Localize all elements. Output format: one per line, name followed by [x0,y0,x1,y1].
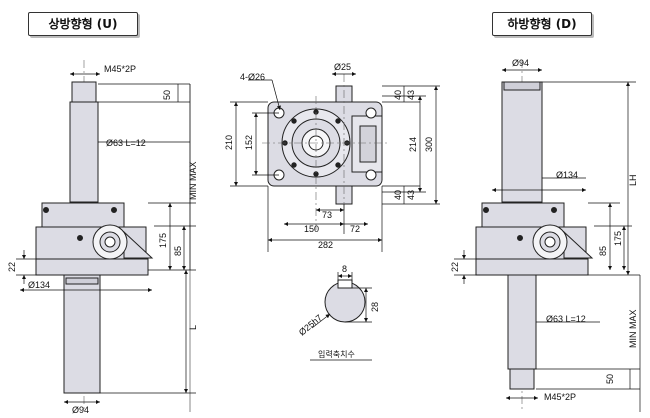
downward-side-view [475,60,594,412]
label-shaft-25: Ø25 [334,62,351,72]
label-top-152: 152 [244,135,254,150]
label-left-85: 85 [173,246,183,256]
label-input-caption: 입력축치수 [318,349,355,359]
label-top-40a: 40 [393,90,403,100]
label-right-rod: Ø63 L=12 [546,314,586,324]
label-right-LH: LH [628,174,638,186]
label-left-50: 50 [162,90,172,100]
label-left-94: Ø94 [72,405,89,415]
label-shaft-h7: Ø25h7 [297,312,324,337]
label-left-134: Ø134 [28,280,50,290]
protection-tube-top [501,81,543,203]
label-left-L: L [188,325,198,330]
label-right-22: 22 [450,262,460,272]
mount-hole-br [365,169,377,181]
label-left-22: 22 [7,262,17,272]
protection-tube [63,274,101,394]
thread-end [71,81,97,103]
keyway [337,279,353,289]
label-top-72: 72 [350,224,360,234]
gearbox-top-d [481,202,565,228]
label-right-94: Ø94 [512,58,529,68]
label-top-43b: 43 [406,190,416,200]
input-shaft-detail [324,279,366,323]
title-upward-type: 상방향형 (U) [28,12,138,36]
label-top-150: 150 [304,224,319,234]
label-left-minmax: MIN MAX [188,161,198,200]
label-right-85: 85 [598,246,608,256]
label-key-8: 8 [342,264,347,274]
upward-side-view [35,60,154,412]
label-left-175: 175 [158,233,168,248]
label-top-214: 214 [408,137,418,152]
label-top-300: 300 [424,137,434,152]
label-top-73: 73 [322,210,332,220]
lifting-rod [69,101,99,203]
label-left-thread: M45*2P [104,64,136,74]
title-downward-type: 하방향형 (D) [492,12,592,36]
label-key-28: 28 [370,302,380,312]
label-top-282: 282 [318,240,333,250]
label-top-43a: 43 [406,90,416,100]
lifting-rod-d [507,274,537,370]
label-right-thread: M45*2P [544,392,576,402]
thread-end-d [509,368,535,390]
label-holes: 4-Ø26 [240,72,265,82]
label-left-rod: Ø63 L=12 [106,138,146,148]
label-right-134: Ø134 [556,170,578,180]
label-top-210: 210 [224,135,234,150]
label-top-40b: 40 [393,190,403,200]
top-plan-view [267,85,383,205]
mounting-flange [35,258,149,276]
gearbox-top [41,202,125,228]
mounting-flange-d [475,258,589,276]
label-right-50: 50 [605,374,615,384]
label-right-minmax: MIN MAX [628,309,638,348]
mount-hole-tr [365,107,377,119]
label-right-175: 175 [613,231,623,246]
